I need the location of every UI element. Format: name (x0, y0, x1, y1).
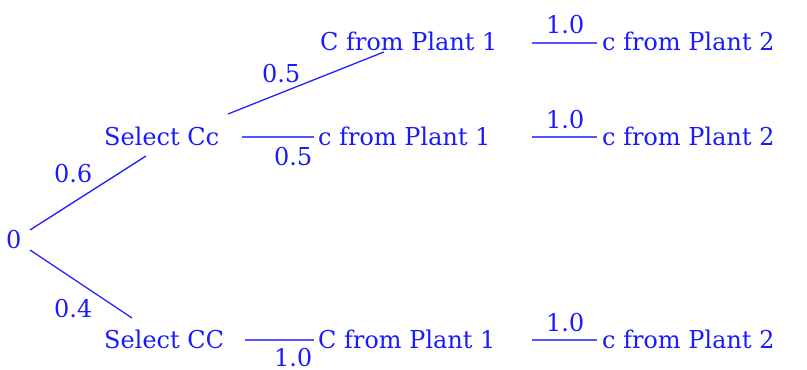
branch-root-to-select-cc-hom (29, 249, 133, 319)
edge-label-het-to-middle: 0.5 (274, 143, 312, 171)
edge-label-root-to-het: 0.6 (54, 160, 92, 188)
edge-label-hom-to-lower: 1.0 (274, 344, 312, 370)
edge-label-root-to-hom: 0.4 (54, 295, 92, 323)
node-upper-plant1: C from Plant 1 (320, 28, 497, 56)
node-middle-plant2: c from Plant 2 (602, 123, 774, 151)
branch-root-to-select-cc-het (29, 155, 147, 231)
edge-label-upper-to-end: 1.0 (546, 11, 584, 39)
tree-ink: 0 Select Cc Select CC C from Plant 1 c f… (6, 11, 774, 370)
node-upper-plant2: c from Plant 2 (602, 28, 774, 56)
branch-select-het-to-upper (227, 51, 385, 115)
edge-label-middle-to-end: 1.0 (546, 106, 584, 134)
node-select-cc-hom: Select CC (104, 326, 224, 354)
node-middle-plant1: c from Plant 1 (318, 123, 490, 151)
node-lower-plant2: c from Plant 2 (602, 326, 774, 354)
root-node-label: 0 (6, 226, 21, 254)
edge-label-het-to-upper: 0.5 (262, 60, 300, 88)
edge-label-lower-to-end: 1.0 (546, 309, 584, 337)
node-lower-plant1: C from Plant 1 (318, 326, 495, 354)
node-select-cc-het: Select Cc (104, 123, 219, 151)
